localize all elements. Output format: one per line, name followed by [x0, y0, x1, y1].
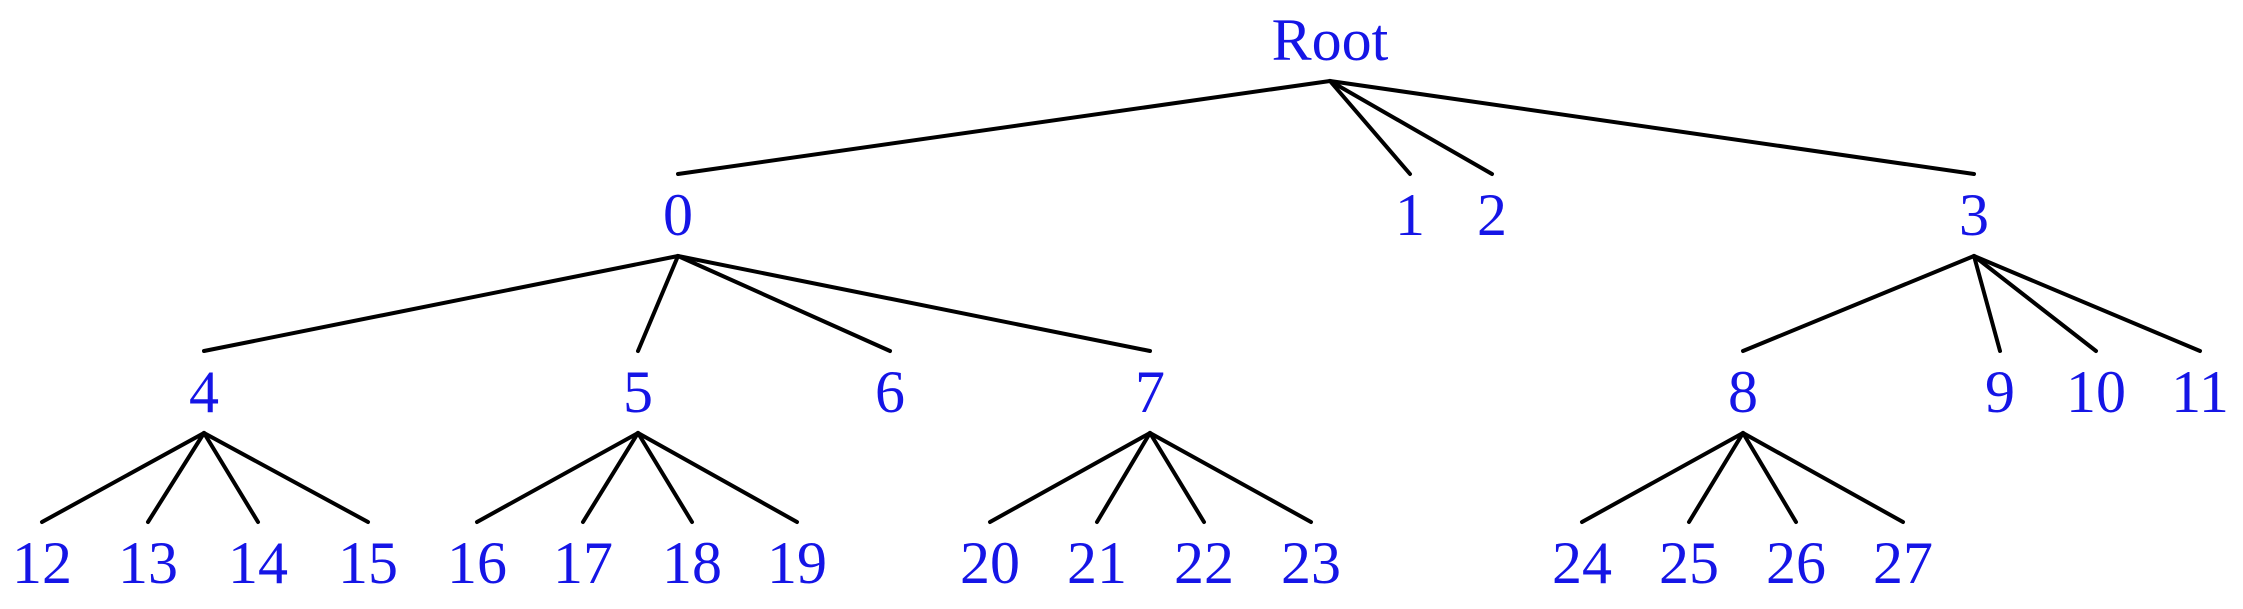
- tree-node-7: 7: [1135, 359, 1165, 425]
- tree-node-25: 25: [1659, 530, 1719, 596]
- tree-edge-7-22: [1148, 431, 1206, 524]
- tree-node-11: 11: [2171, 359, 2229, 425]
- tree-edge-8-27: [1741, 431, 1905, 524]
- tree-edge-0-4: [202, 254, 680, 353]
- tree-node-0: 0: [663, 182, 693, 248]
- tree-node-10: 10: [2066, 359, 2126, 425]
- tree-edge-root-2: [1328, 79, 1494, 176]
- tree-edge-0-6: [676, 254, 892, 353]
- tree-node-18: 18: [662, 530, 722, 596]
- tree-node-13: 13: [118, 530, 178, 596]
- tree-node-5: 5: [623, 359, 653, 425]
- tree-edge-root-3: [1328, 79, 1976, 176]
- tree-edge-0-5: [636, 254, 680, 353]
- tree-edge-5-17: [581, 431, 640, 524]
- tree-node-4: 4: [189, 359, 219, 425]
- tree-edge-8-24: [1580, 431, 1745, 524]
- tree-node-6: 6: [875, 359, 905, 425]
- tree-edge-7-21: [1095, 431, 1152, 524]
- tree-edge-4-15: [202, 431, 370, 524]
- tree-edge-8-26: [1741, 431, 1798, 524]
- tree-edge-5-18: [636, 431, 694, 524]
- tree-edge-3-11: [1972, 254, 2202, 353]
- tree-edge-4-14: [202, 431, 260, 524]
- tree-node-24: 24: [1552, 530, 1612, 596]
- tree-edge-0-7: [676, 254, 1152, 353]
- tree-node-22: 22: [1174, 530, 1234, 596]
- tree-node-2: 2: [1477, 182, 1507, 248]
- tree-edge-3-10: [1972, 254, 2098, 353]
- tree-node-27: 27: [1873, 530, 1933, 596]
- tree-edges-layer: [40, 79, 2202, 524]
- tree-node-19: 19: [767, 530, 827, 596]
- tree-edge-4-13: [146, 431, 206, 524]
- tree-node-17: 17: [553, 530, 613, 596]
- tree-node-23: 23: [1281, 530, 1341, 596]
- tree-edge-root-0: [676, 79, 1332, 176]
- tree-edge-3-8: [1741, 254, 1976, 353]
- tree-edge-root-1: [1328, 79, 1412, 176]
- tree-node-14: 14: [228, 530, 288, 596]
- tree-edge-8-25: [1687, 431, 1745, 524]
- tree-node-15: 15: [338, 530, 398, 596]
- tree-node-26: 26: [1766, 530, 1826, 596]
- tree-node-16: 16: [447, 530, 507, 596]
- tree-node-20: 20: [960, 530, 1020, 596]
- tree-node-9: 9: [1985, 359, 2015, 425]
- tree-edge-5-16: [475, 431, 640, 524]
- tree-edge-4-12: [40, 431, 206, 524]
- tree-edge-5-19: [636, 431, 799, 524]
- tree-node-12: 12: [12, 530, 72, 596]
- tree-node-21: 21: [1067, 530, 1127, 596]
- tree-edge-7-23: [1148, 431, 1313, 524]
- tree-node-root: Root: [1272, 7, 1389, 73]
- tree-edge-3-9: [1972, 254, 2002, 353]
- tree-node-1: 1: [1395, 182, 1425, 248]
- tree-node-3: 3: [1959, 182, 1989, 248]
- tree-node-8: 8: [1728, 359, 1758, 425]
- tree-edge-7-20: [988, 431, 1152, 524]
